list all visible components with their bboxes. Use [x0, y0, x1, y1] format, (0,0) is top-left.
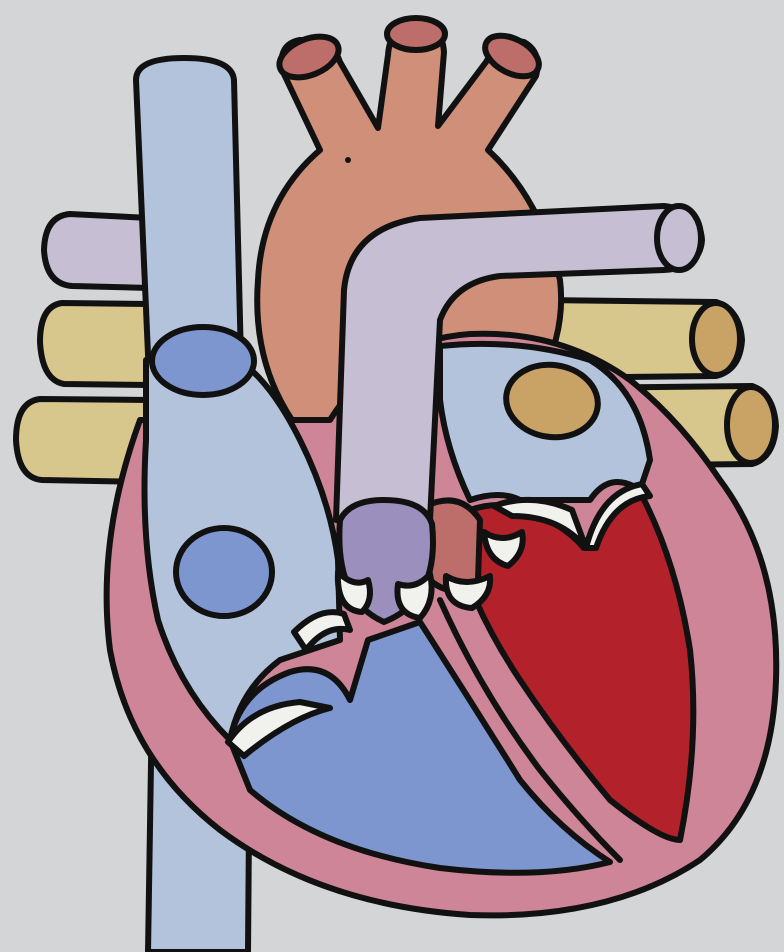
superior-vena-cava-opening [152, 327, 254, 395]
aorta-speck [345, 157, 351, 163]
inferior-vena-cava-opening [176, 528, 272, 616]
right-pulmonary-vein-lower-opening [727, 387, 775, 463]
left-pulmonary-vein-upper [40, 303, 150, 385]
left-common-carotid-opening [387, 18, 445, 50]
left-pulmonary-artery-branch [44, 214, 150, 288]
right-pulmonary-vein-upper-opening [692, 303, 740, 375]
pulmonary-artery-opening [657, 206, 701, 270]
